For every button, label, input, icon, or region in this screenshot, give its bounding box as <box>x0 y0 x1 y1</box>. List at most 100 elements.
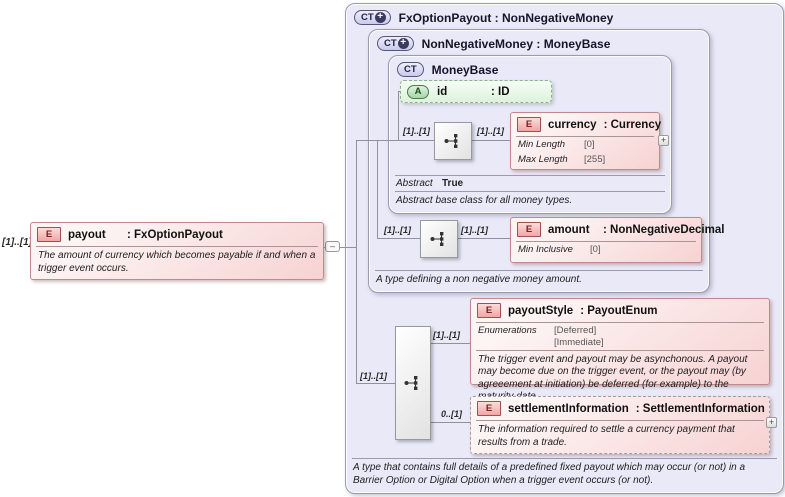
element-settlementinformation-annotation: The information required to settle a cur… <box>478 424 735 448</box>
element-type: : NonNegativeDecimal <box>603 223 725 236</box>
divider <box>476 420 764 421</box>
connector-line <box>377 238 420 239</box>
abstract-label: Abstract <box>396 177 433 189</box>
facet-row: Enumerations [Deferred] [Immediate] <box>471 323 769 350</box>
facet-label: Min Length <box>518 139 566 150</box>
complextype-title: MoneyBase <box>431 62 499 77</box>
facet-value: [Deferred] [Immediate] <box>554 325 604 349</box>
element-payoutstyle-header: E payoutStyle : PayoutEnum <box>471 299 769 322</box>
element-name: payoutStyle <box>508 304 574 317</box>
connector-line <box>356 140 434 141</box>
cardinality-seq2-left: [1]..[1] <box>384 225 411 235</box>
complextype-icon: CT+ <box>377 36 414 51</box>
cardinality-settlement: 0..[1] <box>441 409 463 419</box>
cardinality-payoutstyle: [1]..[1] <box>433 330 460 340</box>
attribute-icon: A <box>407 84 429 99</box>
element-amount[interactable]: E amount : NonNegativeDecimal Min Inclus… <box>510 217 724 263</box>
element-icon: E <box>477 303 501 318</box>
fxoptionpayout-annotation: A type that contains full details of a p… <box>353 462 746 486</box>
element-payoutstyle[interactable]: E payoutStyle : PayoutEnum Enumerations … <box>470 298 770 402</box>
sequence-icon <box>404 376 418 390</box>
complextype-fxoptionpayout-header: CT+ FxOptionPayout : NonNegativeMoney <box>346 4 783 31</box>
element-name: payout <box>68 228 106 241</box>
enumeration-value: [Deferred] <box>554 325 597 336</box>
element-settlementinformation[interactable]: E settlementInformation : SettlementInfo… <box>470 396 770 454</box>
cardinality-seq3-left: [1]..[1] <box>360 371 387 381</box>
abstract-facet-row: Abstract True <box>393 176 667 191</box>
element-payout-annotation: The amount of currency which becomes pay… <box>38 250 316 274</box>
complextype-moneybase-header: CT MoneyBase <box>389 56 671 83</box>
connector-line <box>429 343 470 344</box>
complextype-title: NonNegativeMoney : MoneyBase <box>421 36 611 51</box>
element-payout-header: E payout : FxOptionPayout <box>31 223 323 246</box>
expand-button[interactable]: + <box>766 417 777 428</box>
nonnegativemoney-annotation: A type defining a non negative money amo… <box>376 273 582 285</box>
element-type: : FxOptionPayout <box>127 228 223 241</box>
connector-line <box>470 140 510 141</box>
divider <box>476 322 764 323</box>
complextype-icon: CT <box>397 62 424 77</box>
collapse-toggle[interactable]: – <box>325 241 340 252</box>
divider <box>476 349 764 351</box>
complextype-icon: CT+ <box>354 10 391 25</box>
element-icon: E <box>517 117 541 132</box>
element-amount-header: E amount : NonNegativeDecimal <box>511 218 724 241</box>
facet-value: [0] <box>590 244 601 255</box>
element-type: : SettlementInformation <box>635 402 765 415</box>
sequence-compositor[interactable] <box>420 220 458 258</box>
divider <box>352 458 777 459</box>
element-name: currency <box>548 118 597 131</box>
cardinality-payout: [1]..[1] <box>2 237 32 248</box>
plus-icon: + <box>397 38 409 49</box>
connector-line <box>456 238 510 239</box>
nonnegativemoney-annotation-block: A type defining a non negative money amo… <box>373 269 705 290</box>
cardinality-seq2-right: [1]..[1] <box>461 225 488 235</box>
facet-row: Min Inclusive [0] <box>511 242 701 257</box>
enumeration-value: [Immediate] <box>554 336 604 348</box>
facet-value: [0] <box>584 139 595 150</box>
divider <box>516 241 696 242</box>
sequence-compositor[interactable] <box>395 326 431 440</box>
attribute-id[interactable]: A id : ID <box>400 80 552 103</box>
element-settlementinformation-header: E settlementInformation : SettlementInfo… <box>471 397 769 420</box>
element-name: amount <box>548 223 590 236</box>
expand-button[interactable]: + <box>658 135 669 146</box>
complextype-nonnegativemoney-header: CT+ NonNegativeMoney : MoneyBase <box>369 30 709 57</box>
facet-row: Max Length [255] <box>511 152 659 167</box>
moneybase-annotation: Abstract base class for all money types. <box>396 194 573 206</box>
divider <box>395 174 665 176</box>
element-type: : PayoutEnum <box>580 304 658 317</box>
facet-value: [255] <box>584 153 606 165</box>
cardinality-seq1-right: [1]..[1] <box>477 126 504 136</box>
element-icon: E <box>517 222 541 237</box>
connector-line <box>377 140 378 239</box>
facet-label: Min Inclusive <box>518 244 573 255</box>
attribute-name: id <box>437 85 448 98</box>
element-payout[interactable]: E payout : FxOptionPayout The amount of … <box>30 222 324 280</box>
connector-line <box>429 422 470 423</box>
divider <box>395 190 665 192</box>
divider <box>516 136 654 137</box>
element-icon: E <box>477 401 501 416</box>
fxoptionpayout-annotation-block: A type that contains full details of a p… <box>350 458 779 490</box>
connector-line <box>356 140 357 384</box>
element-icon: E <box>37 227 61 242</box>
element-currency[interactable]: E currency : Currency Min Length [0] Max… <box>510 112 662 170</box>
connector-line <box>398 91 399 141</box>
element-type: : Currency <box>603 118 662 131</box>
facet-row: Min Length [0] <box>511 137 659 152</box>
attribute-type: : ID <box>491 85 510 98</box>
cardinality-seq1-left: [1]..[1] <box>403 126 430 136</box>
facet-label: Max Length <box>518 153 568 165</box>
plus-icon: + <box>374 12 386 23</box>
sequence-icon <box>430 232 444 246</box>
facet-label: Enumerations <box>478 325 537 336</box>
divider <box>36 246 318 247</box>
sequence-icon <box>444 134 458 148</box>
element-name: settlementInformation <box>508 402 629 415</box>
complextype-title: FxOptionPayout : NonNegativeMoney <box>398 10 614 25</box>
abstract-value: True <box>442 177 464 189</box>
divider <box>375 269 703 271</box>
sequence-compositor[interactable] <box>434 122 472 160</box>
